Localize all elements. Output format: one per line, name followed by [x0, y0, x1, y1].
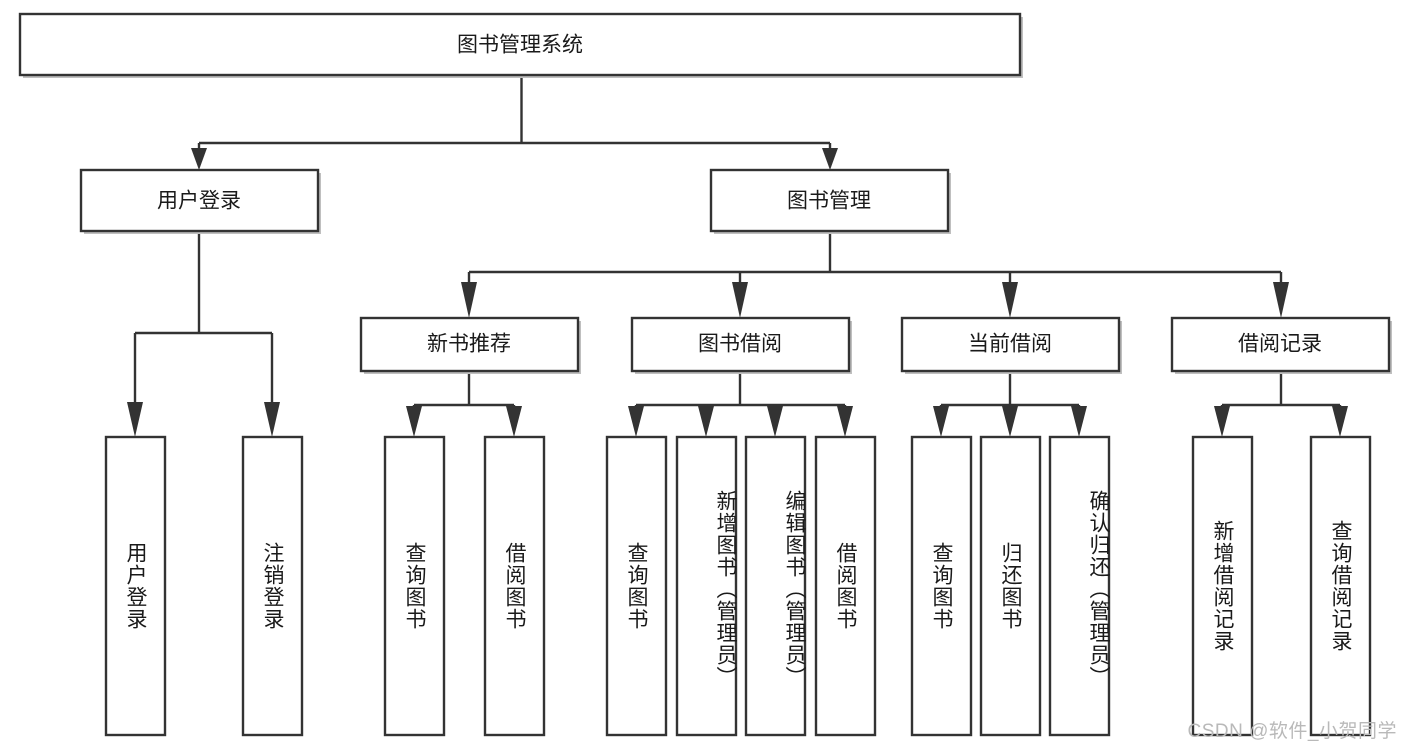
arrow-new-book-recommend [461, 282, 477, 318]
node-book-borrow-label: 图书借阅 [698, 333, 782, 356]
leaf-add-book-box[interactable] [675, 435, 738, 737]
node-user-login[interactable]: 用户登录 [79, 168, 321, 234]
leaf-user-login-box[interactable] [104, 435, 167, 737]
arrow-leaf-query-record [1332, 406, 1348, 437]
arrow-book-borrow [732, 282, 748, 318]
leaf-boxes [104, 435, 1372, 737]
leaf-query-book-3-box[interactable] [910, 435, 973, 737]
arrow-borrow-record [1273, 282, 1289, 318]
node-book-borrow-box[interactable] [630, 316, 851, 373]
leaf-return-book-box[interactable] [979, 435, 1042, 737]
node-current-borrow[interactable]: 当前借阅 [900, 316, 1122, 374]
connectors-book-management-to-level2 [461, 232, 1289, 318]
node-current-borrow-box[interactable] [900, 316, 1121, 373]
connectors-book-borrow-to-leaves [628, 374, 853, 437]
arrow-leaf-query-book-3 [933, 406, 949, 437]
leaf-query-record-box[interactable] [1309, 435, 1372, 737]
connectors-root-to-level1 [191, 78, 838, 170]
arrow-leaf-borrow-book-1 [506, 406, 522, 437]
arrow-to-book-management [822, 148, 838, 170]
arrow-current-borrow [1002, 282, 1018, 318]
arrow-leaf-query-book-1 [406, 406, 422, 437]
arrow-leaf-user-login [127, 402, 143, 437]
node-user-login-box[interactable] [79, 168, 320, 233]
arrow-leaf-borrow-book-2 [837, 406, 853, 437]
arrow-leaf-query-book-2 [628, 406, 644, 437]
node-book-borrow[interactable]: 图书借阅 [630, 316, 852, 374]
node-book-management[interactable]: 图书管理 [709, 168, 951, 234]
node-new-book-recommend[interactable]: 新书推荐 [359, 316, 581, 374]
connectors-borrow-record-to-leaves [1214, 374, 1348, 437]
csdn-watermark: CSDN @软件_小贺同学 [1187, 721, 1397, 742]
node-book-management-box[interactable] [709, 168, 950, 233]
node-borrow-record-label: 借阅记录 [1238, 333, 1322, 356]
leaf-query-book-2-box[interactable] [605, 435, 668, 737]
node-borrow-record-box[interactable] [1170, 316, 1391, 373]
node-root-box[interactable] [18, 12, 1022, 77]
leaf-query-book-1-box[interactable] [383, 435, 446, 737]
connectors-new-book-to-leaves [406, 374, 522, 437]
arrow-leaf-return-book [1002, 406, 1018, 437]
connectors-current-borrow-to-leaves [933, 374, 1087, 437]
arrow-leaf-add-book [698, 406, 714, 437]
leaf-logout-login-box[interactable] [241, 435, 304, 737]
leaf-borrow-book-1-box[interactable] [483, 435, 546, 737]
connectors-user-login-to-leaves [127, 232, 280, 437]
leaf-confirm-return-box[interactable] [1048, 435, 1111, 737]
node-root-label: 图书管理系统 [457, 34, 583, 57]
node-root[interactable]: 图书管理系统 [18, 12, 1023, 78]
node-book-management-label: 图书管理 [787, 190, 871, 213]
arrow-leaf-confirm-return [1071, 406, 1087, 437]
leaf-add-record-box[interactable] [1191, 435, 1254, 737]
leaf-borrow-book-2-box[interactable] [814, 435, 877, 737]
leaf-edit-book-box[interactable] [744, 435, 807, 737]
arrow-leaf-add-record [1214, 406, 1230, 437]
arrow-to-user-login [191, 148, 207, 170]
node-new-book-recommend-box[interactable] [359, 316, 580, 373]
node-user-login-label: 用户登录 [157, 190, 241, 213]
arrow-leaf-logout-login [264, 402, 280, 437]
node-current-borrow-label: 当前借阅 [968, 333, 1052, 356]
node-new-book-recommend-label: 新书推荐 [427, 333, 511, 356]
node-borrow-record[interactable]: 借阅记录 [1170, 316, 1392, 374]
arrow-leaf-edit-book [767, 406, 783, 437]
